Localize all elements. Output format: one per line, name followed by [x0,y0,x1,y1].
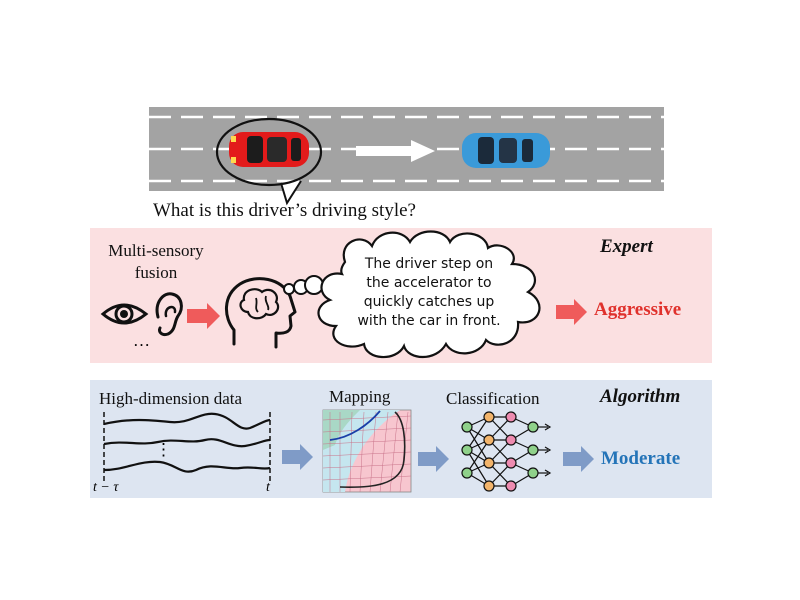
blue-arrow-icon-3 [563,446,594,472]
high-dimension-data-label: High-dimension data [99,389,243,408]
thought-cloud [317,230,541,359]
mapping-label: Mapping [329,387,391,406]
eye-icon [100,303,149,325]
brain-head-icon [225,277,297,349]
mapping-manifold-icon [322,409,412,493]
time-start-label: t − τ [93,480,119,495]
signal-curve-1 [103,412,271,430]
sensor-fusion-label: Multi-sensory fusion [96,240,216,284]
forward-arrow-icon [356,140,435,162]
red-arrow-icon-1 [187,303,220,329]
thought-line-3: quickly catches up [363,294,495,310]
question-text: What is this driver’s driving style? [153,200,416,221]
algorithm-result-moderate: Moderate [601,448,681,469]
speech-bubble [215,117,323,206]
thought-text: The driver step on the accelerator to qu… [340,255,518,331]
thought-line-2: the accelerator to [366,275,492,291]
ear-icon [155,292,183,336]
sensor-label-line1: Multi-sensory [108,241,204,260]
signal-curve-2 [103,438,271,448]
signal-vdots: ⋮ [155,440,172,459]
classification-label: Classification [446,389,540,408]
sensor-ellipsis: … [133,331,150,350]
time-end-label: t [266,480,270,495]
blue-car-icon [462,133,550,168]
blue-arrow-icon-2 [418,446,449,472]
thought-line-1: The driver step on [364,256,494,272]
thought-line-4: with the car in front. [357,313,501,329]
sensor-label-line2: fusion [134,263,178,282]
red-arrow-icon-2 [556,299,587,325]
red-car-icon [229,132,309,167]
expert-title: Expert [600,236,653,257]
expert-result-aggressive: Aggressive [594,299,682,320]
algorithm-title: Algorithm [600,386,681,407]
road-scene [149,107,664,206]
blue-arrow-icon-1 [282,444,313,470]
signal-curve-3 [103,460,271,473]
neural-network-icon [461,411,552,492]
